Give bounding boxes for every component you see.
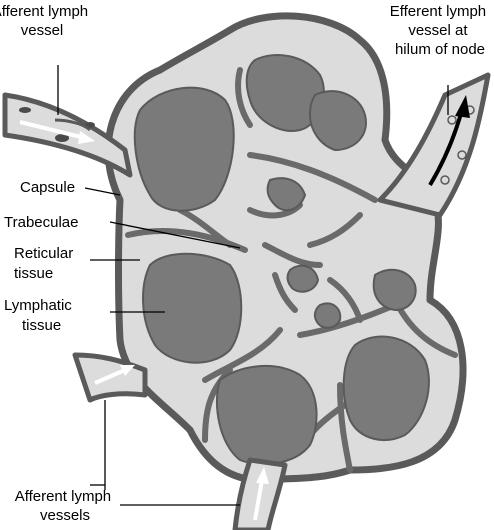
afferent-flow-arrow-left — [94, 365, 135, 385]
efferent-flow-arrow — [428, 95, 470, 187]
label-trabeculae: Trabeculae — [4, 214, 79, 231]
lymphatic-tissue — [133, 54, 430, 466]
afferent-flow-arrow-top — [19, 120, 95, 144]
label-afferent-vessel-top: Afferent lymph vessel — [0, 3, 92, 39]
afferent-vessel-lower-left — [72, 352, 148, 403]
labels: Afferent lymph vessel Efferent lymph ves… — [0, 3, 491, 524]
label-afferent-vessels-bottom: Afferent lymph vessels — [15, 488, 116, 524]
leader-lines — [57, 65, 449, 506]
label-reticular-tissue: Reticular tissue — [14, 245, 77, 282]
afferent-vessel-bottom — [232, 457, 288, 530]
efferent-vessel — [377, 72, 491, 218]
label-capsule: Capsule — [20, 179, 75, 196]
afferent-vessel-top — [2, 92, 133, 178]
label-lymphatic-tissue: Lymphatic tissue — [4, 297, 76, 334]
label-efferent-vessel: Efferent lymph vessel at hilum of node — [390, 3, 491, 58]
afferent-flow-arrow-bottom — [253, 467, 269, 521]
lymph-node — [104, 12, 467, 484]
